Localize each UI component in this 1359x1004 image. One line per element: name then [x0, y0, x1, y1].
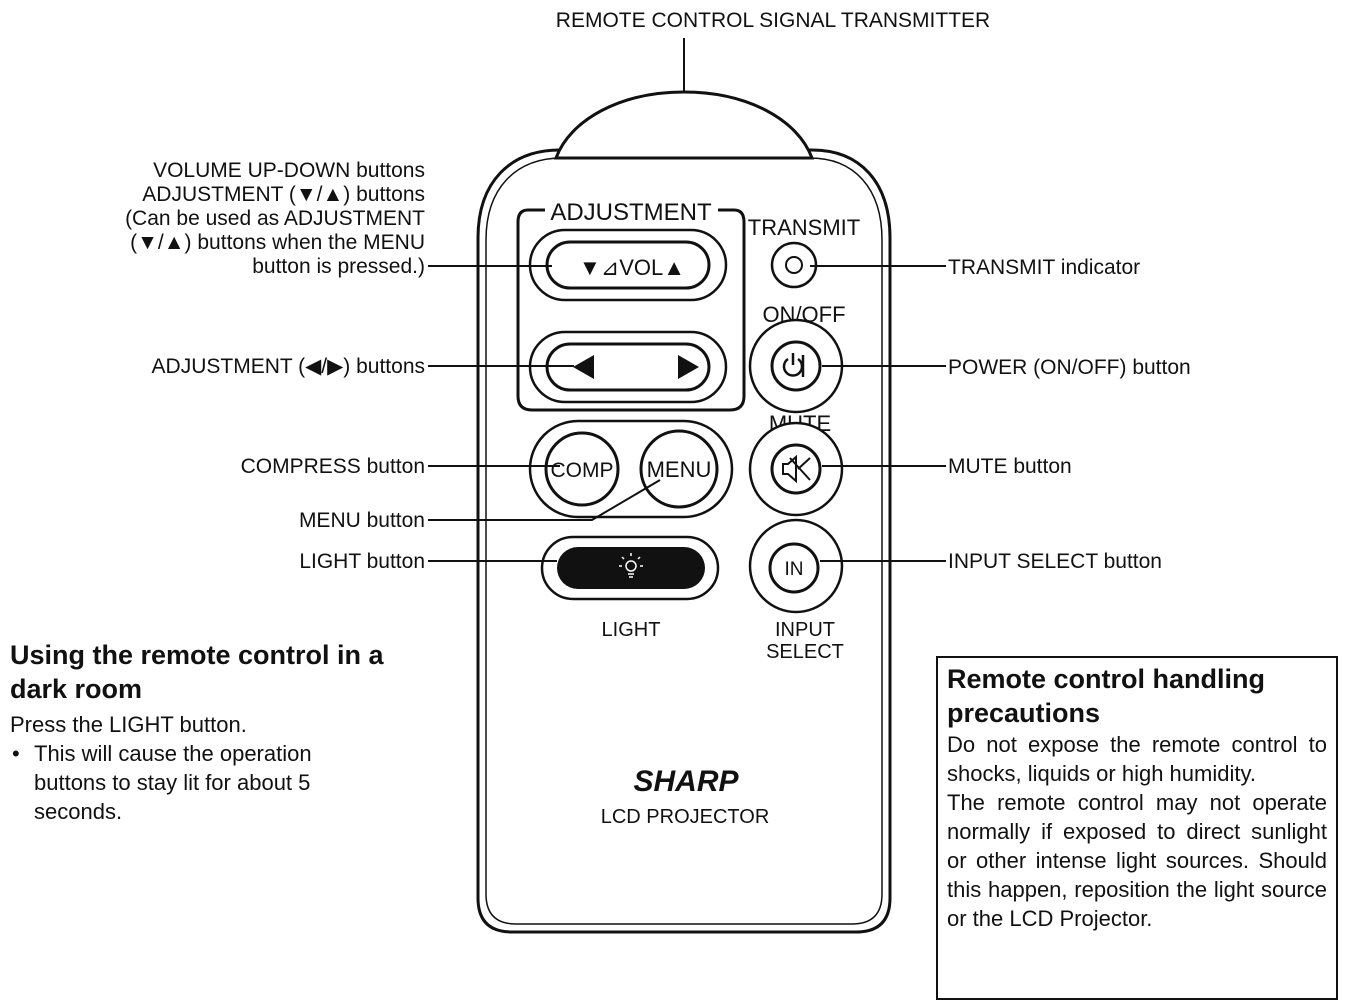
dark-room-bullets: This will cause the operation buttons to… — [10, 739, 430, 826]
adjustment-frame — [516, 208, 746, 412]
precautions-box: Remote control handling precautions Do n… — [936, 656, 1338, 1000]
callout-volume-line-2: ADJUSTMENT (▼/▲) buttons — [142, 183, 425, 206]
precautions-paragraph-2: The remote control may not operate norma… — [947, 790, 1327, 931]
brand-logo: SHARP — [633, 765, 739, 798]
comp-button-label: COMP — [551, 459, 614, 482]
input-select-label-2: SELECT — [766, 641, 844, 663]
light-label: LIGHT — [602, 619, 661, 641]
leader-menu — [428, 479, 661, 521]
transmitter-head — [553, 90, 815, 160]
dark-room-bullet: This will cause the operation buttons to… — [12, 739, 384, 826]
callout-power: POWER (ON/OFF) button — [948, 356, 1191, 379]
model-label: LCD PROJECTOR — [601, 806, 770, 828]
volume-button[interactable]: ▼⊿VOL▲ — [528, 228, 728, 302]
dark-room-title: Using the remote control in a dark room — [10, 640, 384, 704]
callout-volume-line-5: button is pressed.) — [252, 255, 425, 278]
in-button-label: IN — [785, 559, 804, 580]
input-select-button[interactable]: IN — [748, 518, 844, 614]
light-button[interactable] — [540, 535, 720, 601]
callout-volume-line-1: VOLUME UP-DOWN buttons — [153, 159, 425, 182]
callout-menu: MENU button — [299, 509, 425, 532]
input-select-label-1: INPUT — [775, 619, 835, 641]
menu-button-label: MENU — [647, 457, 712, 482]
adjustment-label: ADJUSTMENT — [550, 199, 712, 226]
dark-room-instruction: Press the LIGHT button. — [10, 712, 247, 737]
right-arrow-icon[interactable] — [678, 355, 699, 379]
remote-body-inner — [485, 157, 883, 925]
volume-button-label: ▼⊿VOL▲ — [579, 255, 685, 280]
left-arrow-icon[interactable] — [573, 355, 594, 379]
callout-mute: MUTE button — [948, 455, 1072, 478]
adjustment-lr-button[interactable] — [528, 330, 728, 404]
power-icon — [782, 353, 805, 377]
mute-speaker-icon — [782, 454, 811, 484]
transmit-indicator — [770, 241, 818, 289]
callout-volume-line-3: (Can be used as ADJUSTMENT — [125, 207, 425, 230]
callout-volume-line-4: (▼/▲) buttons when the MENU — [130, 231, 425, 254]
callout-adjustment-lr: ADJUSTMENT (◀/▶) buttons — [152, 355, 425, 378]
menu-button[interactable]: MENU — [639, 429, 719, 509]
callout-transmitter: REMOTE CONTROL SIGNAL TRANSMITTER — [556, 9, 990, 32]
comp-button[interactable]: COMP — [544, 431, 620, 507]
precautions-paragraph-1: Do not expose the remote control to shoc… — [947, 732, 1327, 786]
callout-input-select: INPUT SELECT button — [948, 550, 1162, 573]
mute-button[interactable] — [748, 421, 844, 517]
transmit-label: TRANSMIT — [748, 215, 860, 240]
callout-compress: COMPRESS button — [241, 455, 425, 478]
dark-room-section: Using the remote control in a dark room … — [10, 638, 430, 826]
callout-transmit-indicator: TRANSMIT indicator — [948, 256, 1140, 279]
precautions-title: Remote control handling precautions — [947, 664, 1266, 728]
light-bulb-icon — [619, 553, 643, 578]
callout-light: LIGHT button — [299, 550, 425, 573]
